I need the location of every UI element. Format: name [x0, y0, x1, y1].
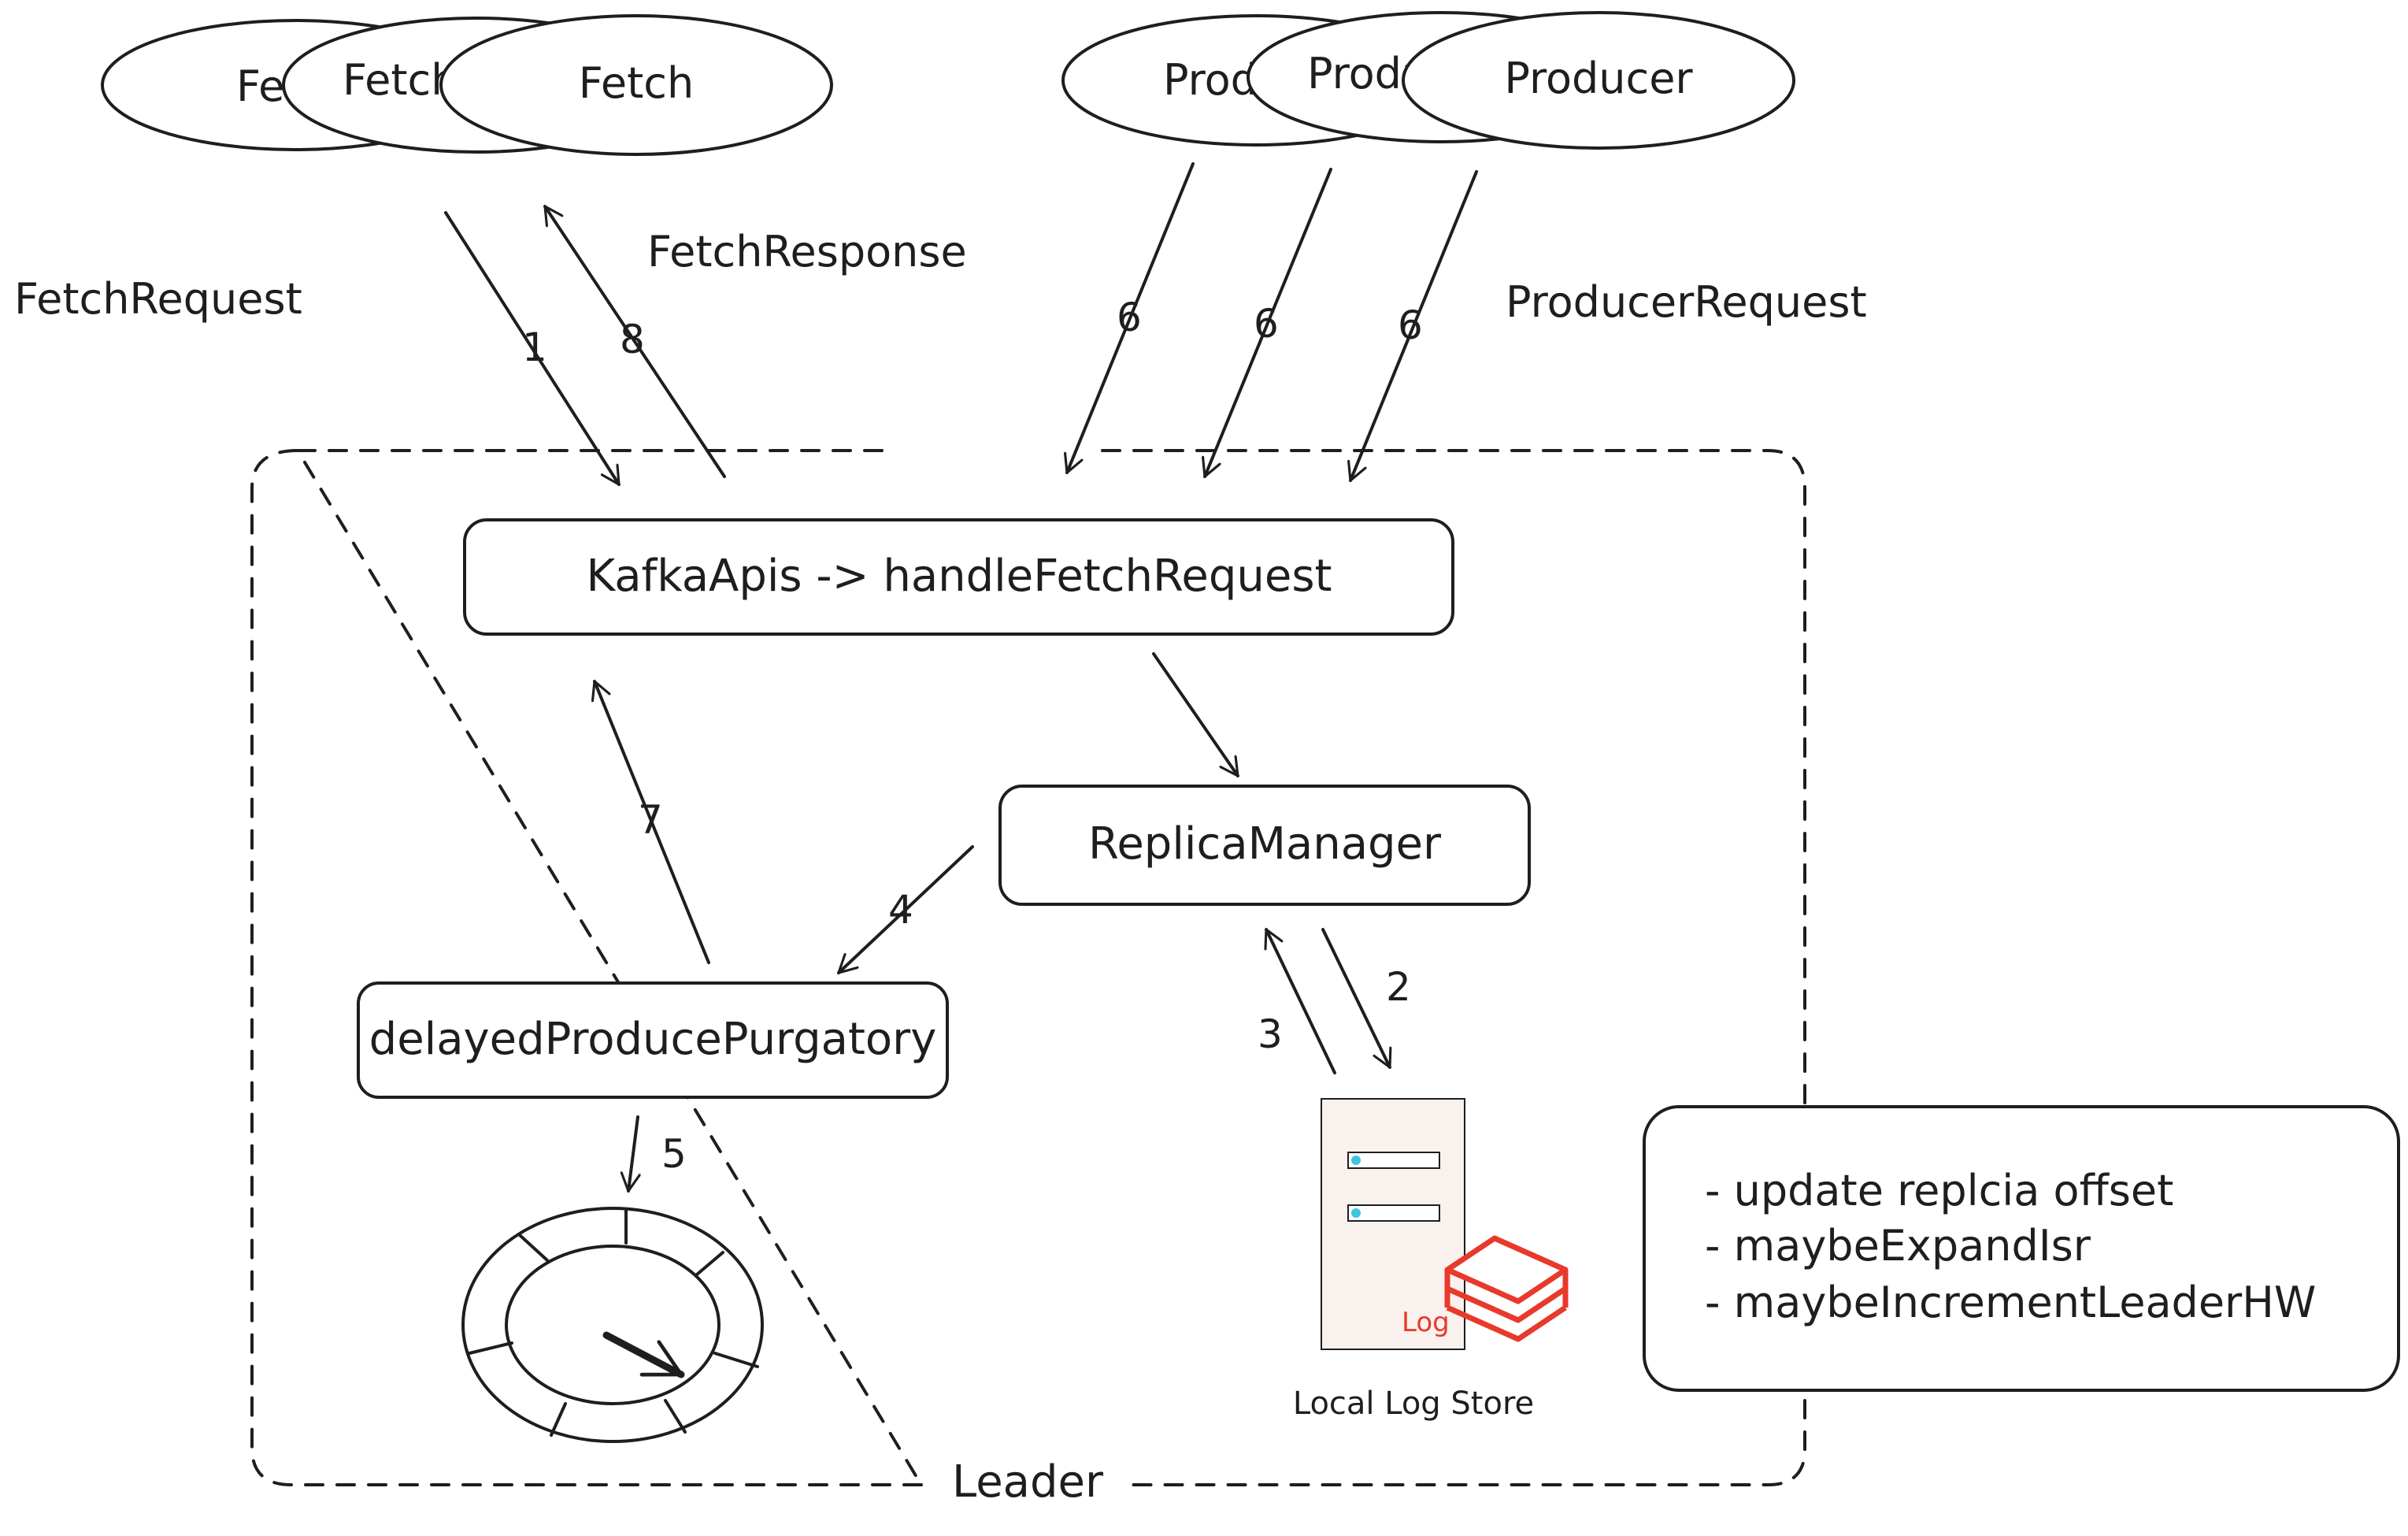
fetch-client-3-label: Fetch	[579, 58, 694, 108]
notes-box	[1643, 1105, 2400, 1392]
step-3-label: 3	[1258, 1011, 1283, 1057]
arrow-log-to-replica	[1266, 928, 1336, 1074]
log-store-server-icon	[1321, 1098, 1465, 1350]
arrow-fetch-request	[444, 211, 621, 486]
log-store-caption: Local Log Store	[1293, 1386, 1534, 1422]
step-8-label: 8	[620, 317, 645, 362]
timing-wheel-hand	[602, 1331, 685, 1378]
arrow-purgatory-to-wheel	[628, 1115, 638, 1193]
arrow-producer-request-2	[1205, 168, 1332, 478]
replica-manager-box	[998, 785, 1531, 906]
step-6a-label: 6	[1117, 295, 1142, 340]
fetch-client-2-label: Fetch	[343, 55, 458, 105]
fetch-request-label: FetchRequest	[14, 274, 302, 324]
note-line-3: - maybeIncrementLeaderHW	[1705, 1278, 2316, 1327]
step-4-label: 4	[888, 887, 913, 933]
kafka-apis-label: KafkaApis -> handleFetchRequest	[586, 551, 1332, 602]
fetch-client-ellipse-3	[439, 14, 833, 156]
leader-label: Leader	[952, 1456, 1104, 1508]
fetch-clients: Fetch Fetch Fetch	[101, 14, 833, 156]
log-stack-icon	[1444, 1235, 1569, 1342]
producer-client-3-label: Producer	[1504, 54, 1693, 103]
arrow-producer-request-3	[1350, 170, 1478, 482]
arrow-producer-request-1	[1067, 162, 1195, 474]
producer-request-label: ProducerRequest	[1506, 277, 1867, 327]
producer-client-ellipse-3	[1402, 11, 1795, 150]
arrow-fetch-response	[543, 205, 726, 478]
note-line-1: - update replcia offset	[1705, 1166, 2173, 1215]
arrow-replica-to-purgatory	[837, 845, 974, 974]
step-5-label: 5	[661, 1131, 687, 1177]
fetch-response-label: FetchResponse	[647, 227, 967, 276]
kafka-apis-box	[463, 518, 1454, 636]
arrow-purgatory-to-apis	[595, 680, 710, 964]
arrow-apis-to-replica-manager	[1152, 652, 1239, 777]
log-badge-label: Log	[1402, 1307, 1450, 1338]
step-1-label: 1	[522, 325, 547, 370]
note-line-2: - maybeExpandIsr	[1705, 1221, 2091, 1271]
purgatory-box	[357, 981, 949, 1099]
step-6c-label: 6	[1398, 302, 1423, 348]
purgatory-label: delayedProducePurgatory	[369, 1014, 937, 1065]
step-6b-label: 6	[1254, 301, 1279, 347]
replica-manager-label: ReplicaManager	[1088, 818, 1442, 870]
step-7-label: 7	[638, 797, 663, 843]
step-2-label: 2	[1386, 964, 1411, 1010]
producer-clients: Producer Producer Producer	[1061, 11, 1795, 150]
arrow-replica-to-log	[1321, 928, 1390, 1069]
timing-wheel-icon	[461, 1207, 764, 1443]
